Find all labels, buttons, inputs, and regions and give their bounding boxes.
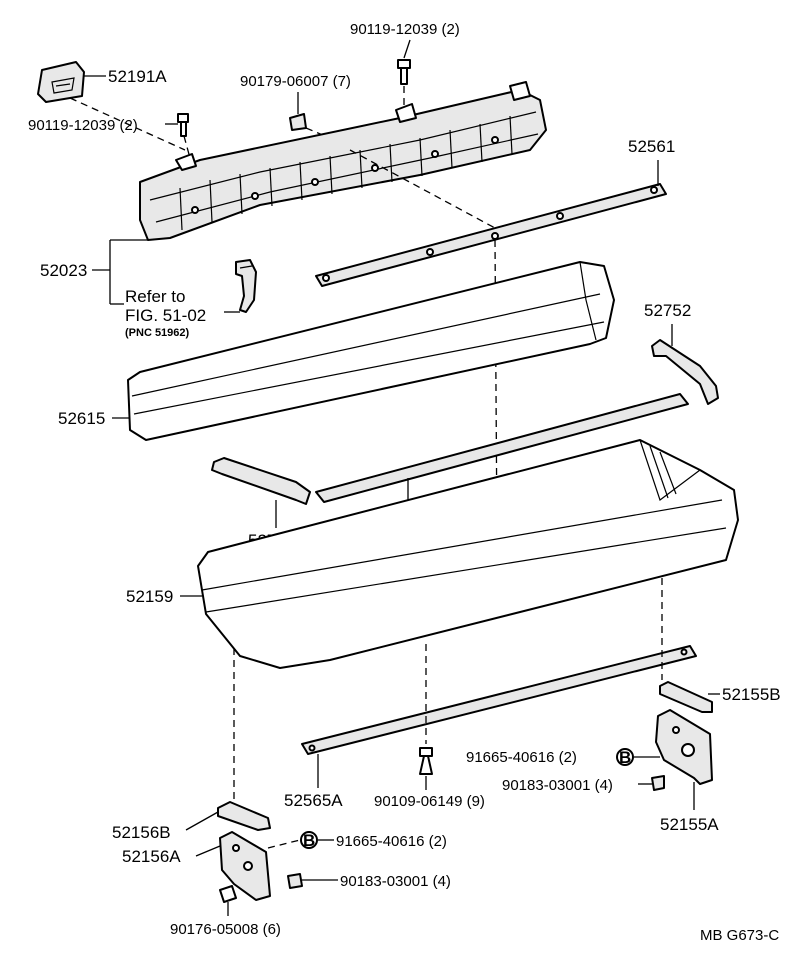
marker-b-left: B (300, 831, 318, 850)
refer-line-2: FIG. 51-02 (125, 306, 206, 325)
bolt-90119-top-shape (397, 59, 411, 85)
part-52561-retainer (315, 183, 667, 287)
part-52753-moulding (211, 457, 311, 505)
part-52705-retainer (315, 393, 689, 503)
label-52752: 52752 (644, 301, 691, 320)
bolt-90119-left-shape (177, 113, 189, 137)
part-52615-cover (127, 261, 615, 441)
part-52156A-bracket (219, 831, 271, 901)
label-90179: 90179-06007 (7) (240, 73, 351, 90)
label-90109: 90109-06149 (9) (374, 793, 485, 810)
clip-90179-shape (289, 113, 307, 131)
label-91665-left: 91665-40616 (2) (336, 833, 447, 850)
marker-b-right: B (616, 748, 634, 767)
refer-line-3: (PNC 51962) (125, 327, 190, 339)
label-52615: 52615 (58, 409, 105, 428)
part-52023-reinforcement (139, 81, 547, 241)
label-52159: 52159 (126, 587, 173, 606)
label-52156B: 52156B (112, 823, 171, 842)
label-52155B: 52155B (722, 685, 781, 704)
label-52565A: 52565A (284, 791, 343, 810)
label-90176: 90176-05008 (6) (170, 921, 281, 938)
part-52565A-retainer (301, 645, 697, 755)
clip-90183-left-shape (287, 873, 303, 889)
label-52561: 52561 (628, 137, 675, 156)
label-52155A: 52155A (660, 815, 719, 834)
part-52155A-bracket (655, 709, 713, 785)
part-52156B-spacer (217, 801, 271, 831)
part-52159-cover (197, 439, 739, 669)
label-90183-left: 90183-03001 (4) (340, 873, 451, 890)
refer-line-1: Refer to (125, 287, 185, 306)
diagram-code: MB G673-C (700, 927, 779, 944)
part-52752-moulding (651, 339, 719, 405)
label-91665-right: 91665-40616 (2) (466, 749, 577, 766)
label-52156A: 52156A (122, 847, 181, 866)
label-52191A: 52191A (108, 67, 167, 86)
marker-b-right-text: B (619, 748, 631, 767)
label-52023: 52023 (40, 261, 87, 280)
part-52155B-spacer (659, 681, 713, 713)
label-90183-right: 90183-03001 (4) (502, 777, 613, 794)
label-90119-left: 90119-12039 (2) (28, 117, 138, 134)
bolt-90109-shape (419, 747, 433, 775)
nut-90176-shape (219, 885, 237, 903)
marker-b-left-text: B (303, 831, 315, 850)
part-52191A-shape (37, 61, 85, 103)
clip-90183-right-shape (651, 775, 665, 791)
label-90119-top: 90119-12039 (2) (350, 21, 460, 38)
bracket-refer-shape (235, 259, 257, 313)
